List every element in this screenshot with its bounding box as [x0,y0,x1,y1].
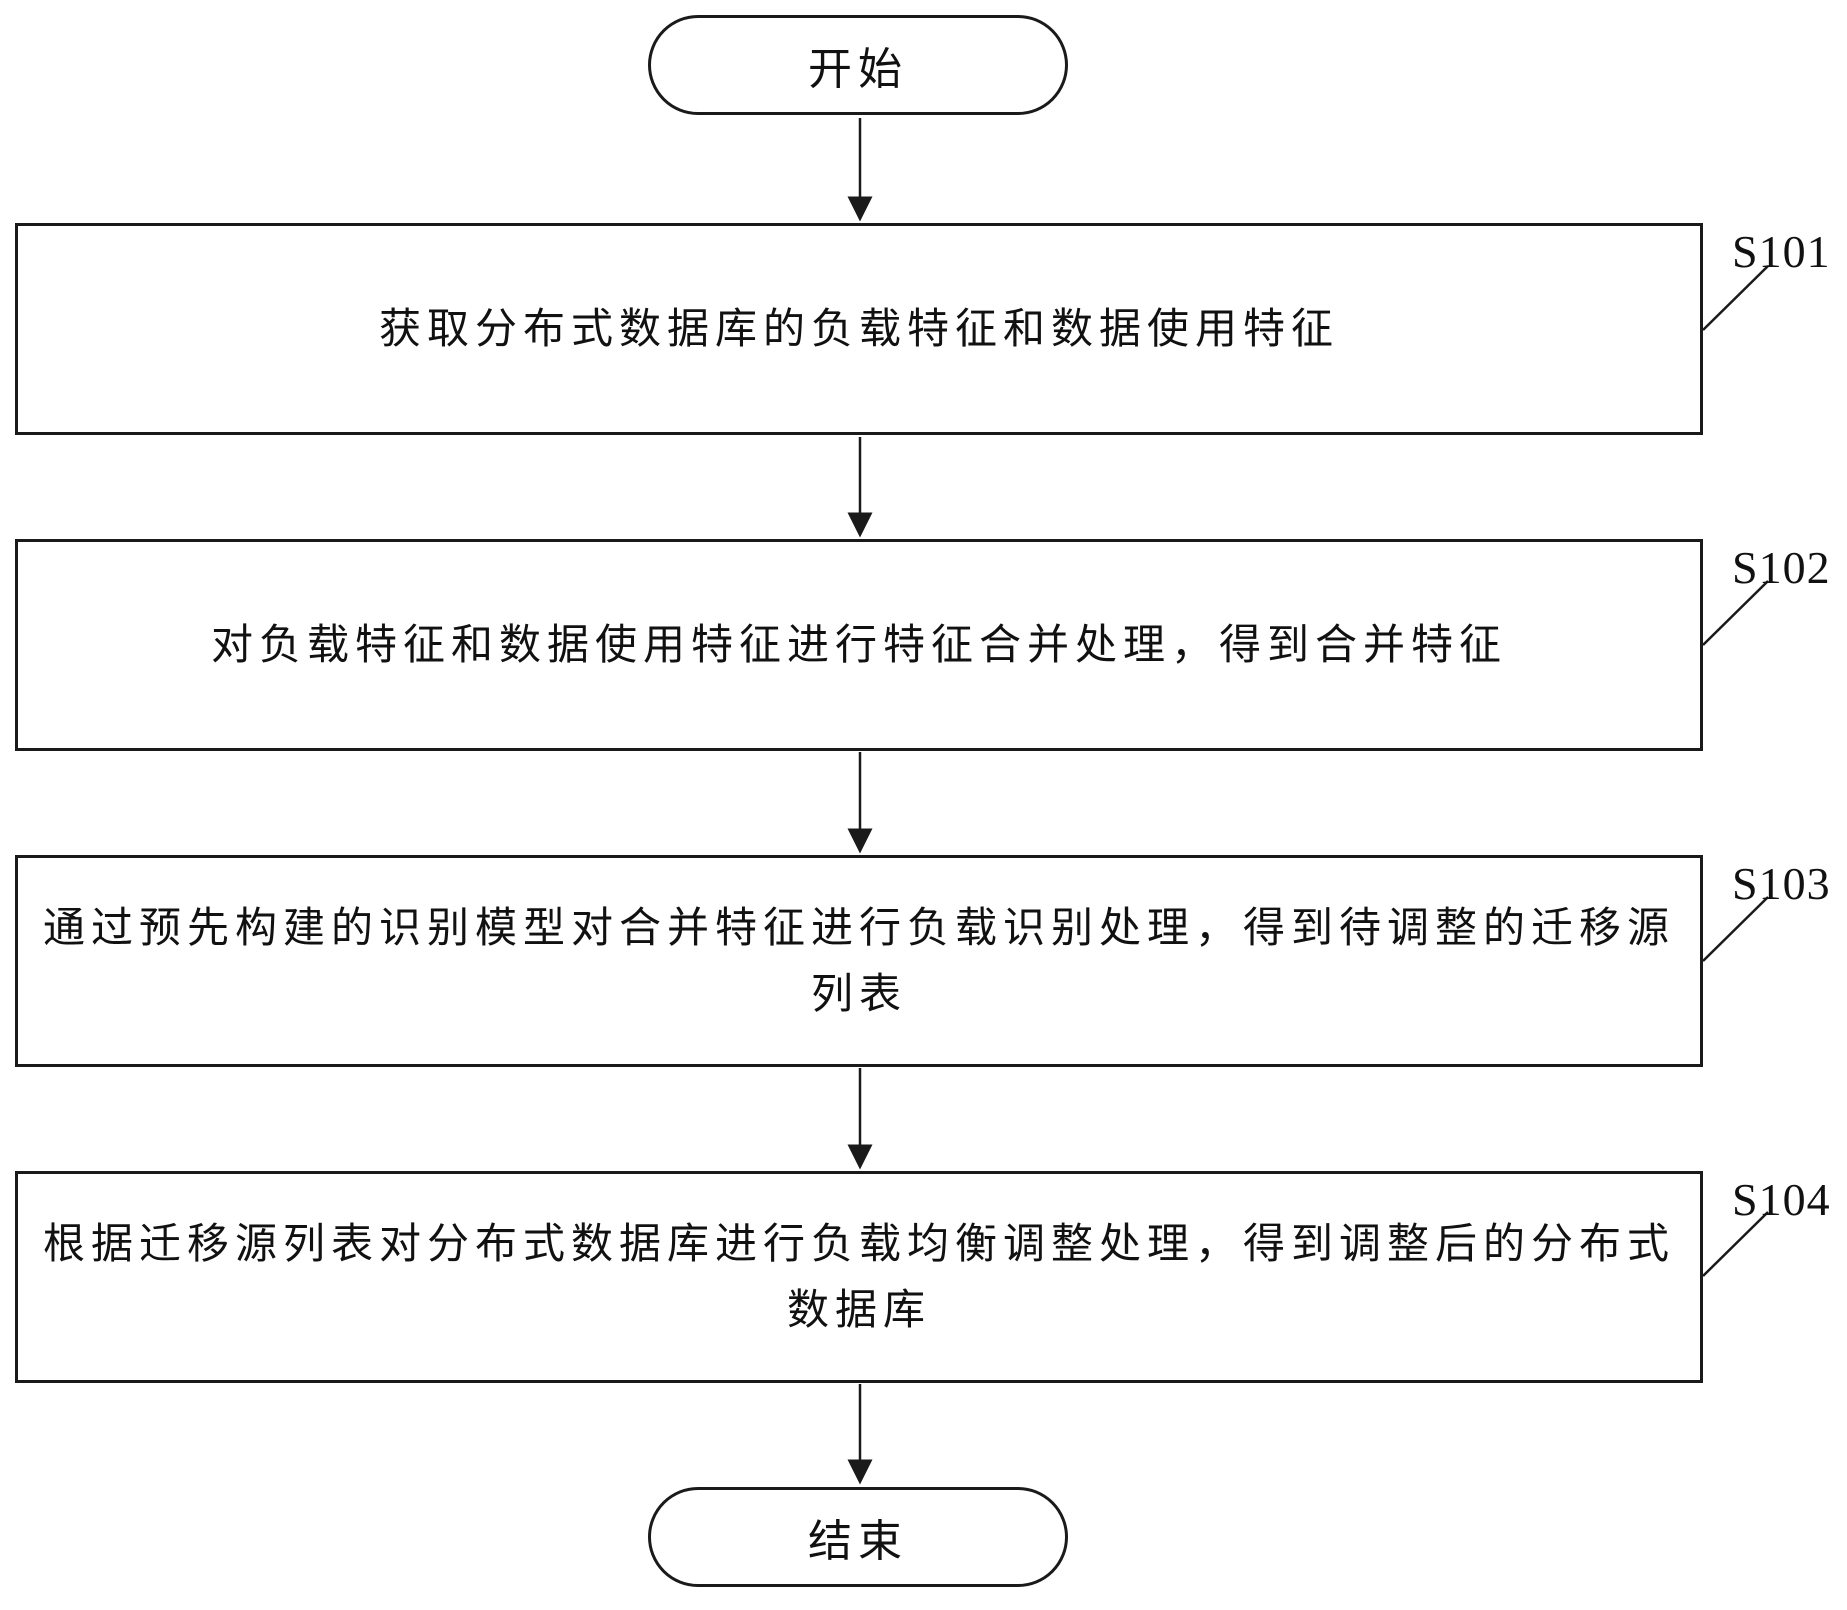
step-text-s103: 通过预先构建的识别模型对合并特征进行负载识别处理，得到待调整的迁移源列表 [42,903,1675,1018]
step-text-s101: 获取分布式数据库的负载特征和数据使用特征 [378,304,1339,353]
step-id-s101: S101 [1732,226,1831,277]
step-id-s102: S102 [1732,542,1831,593]
leader-line-s103 [1702,896,1769,962]
start-label: 开始 [808,44,908,95]
leader-line-s102 [1702,580,1769,646]
step-text-s102: 对负载特征和数据使用特征进行特征合并处理，得到合并特征 [210,620,1507,669]
leader-line-s101 [1702,265,1769,331]
step-id-s104: S104 [1732,1174,1831,1225]
step-box-s101: 获取分布式数据库的负载特征和数据使用特征 [15,223,1703,435]
step-box-s104: 根据迁移源列表对分布式数据库进行负载均衡调整处理，得到调整后的分布式数据库 [15,1171,1703,1383]
step-box-s103: 通过预先构建的识别模型对合并特征进行负载识别处理，得到待调整的迁移源列表 [15,855,1703,1067]
step-text-s104: 根据迁移源列表对分布式数据库进行负载均衡调整处理，得到调整后的分布式数据库 [42,1219,1675,1334]
end-label: 结束 [808,1516,908,1567]
start-terminal: 开始 [648,15,1068,115]
leader-line-s104 [1702,1211,1769,1277]
step-box-s102: 对负载特征和数据使用特征进行特征合并处理，得到合并特征 [15,539,1703,751]
end-terminal: 结束 [648,1487,1068,1587]
step-id-s103: S103 [1732,858,1831,909]
